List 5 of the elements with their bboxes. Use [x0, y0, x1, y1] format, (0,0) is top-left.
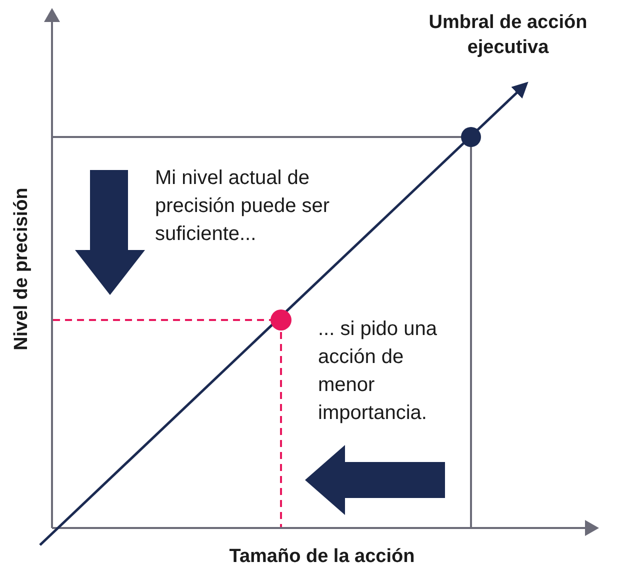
threshold-label: Umbral de acción ejecutiva — [428, 11, 588, 60]
annotation-text: ... si pido una acción de menor importancia. — [318, 317, 438, 426]
axis-label: Tamaño de la acción — [228, 545, 416, 569]
annotation-text: Mi nivel actual de precisión puede ser suficiente... — [155, 166, 331, 247]
axis-label: Nivel de precisión — [10, 186, 33, 352]
